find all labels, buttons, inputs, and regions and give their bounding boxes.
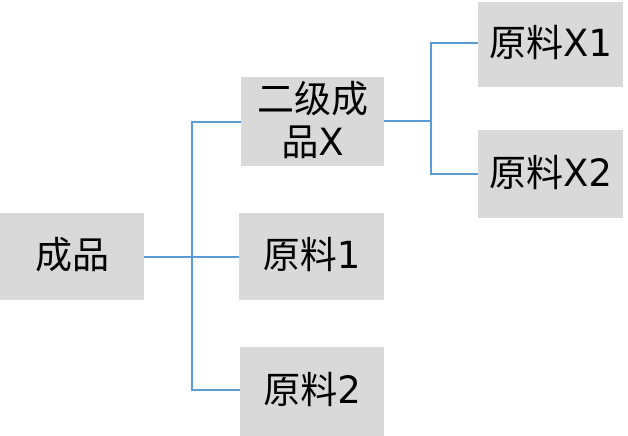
connector-to-material-2 <box>193 389 240 391</box>
node-material-1[interactable]: 原料1 <box>239 213 384 300</box>
connector-right-trunk <box>430 42 432 175</box>
connector-level2x-to-trunk <box>384 120 431 122</box>
node-material-x2[interactable]: 原料X2 <box>478 130 623 218</box>
connector-to-material-x1 <box>432 42 478 44</box>
node-level2-product-x[interactable]: 二级成品X <box>241 77 384 166</box>
node-finished-product-label: 成品 <box>35 234 109 278</box>
node-material-x1[interactable]: 原料X1 <box>478 2 623 87</box>
node-material-1-label: 原料1 <box>262 234 361 278</box>
node-material-2[interactable]: 原料2 <box>240 347 384 436</box>
node-level2-product-x-label: 二级成品X <box>257 77 368 164</box>
node-finished-product[interactable]: 成品 <box>0 213 144 300</box>
connector-to-level2-product-x <box>193 121 241 123</box>
node-material-2-label: 原料2 <box>263 369 361 413</box>
node-material-x1-label: 原料X1 <box>489 22 612 66</box>
node-material-x2-label: 原料X2 <box>489 151 612 195</box>
connector-to-material-x2 <box>432 173 478 175</box>
connector-left-trunk <box>191 121 193 391</box>
